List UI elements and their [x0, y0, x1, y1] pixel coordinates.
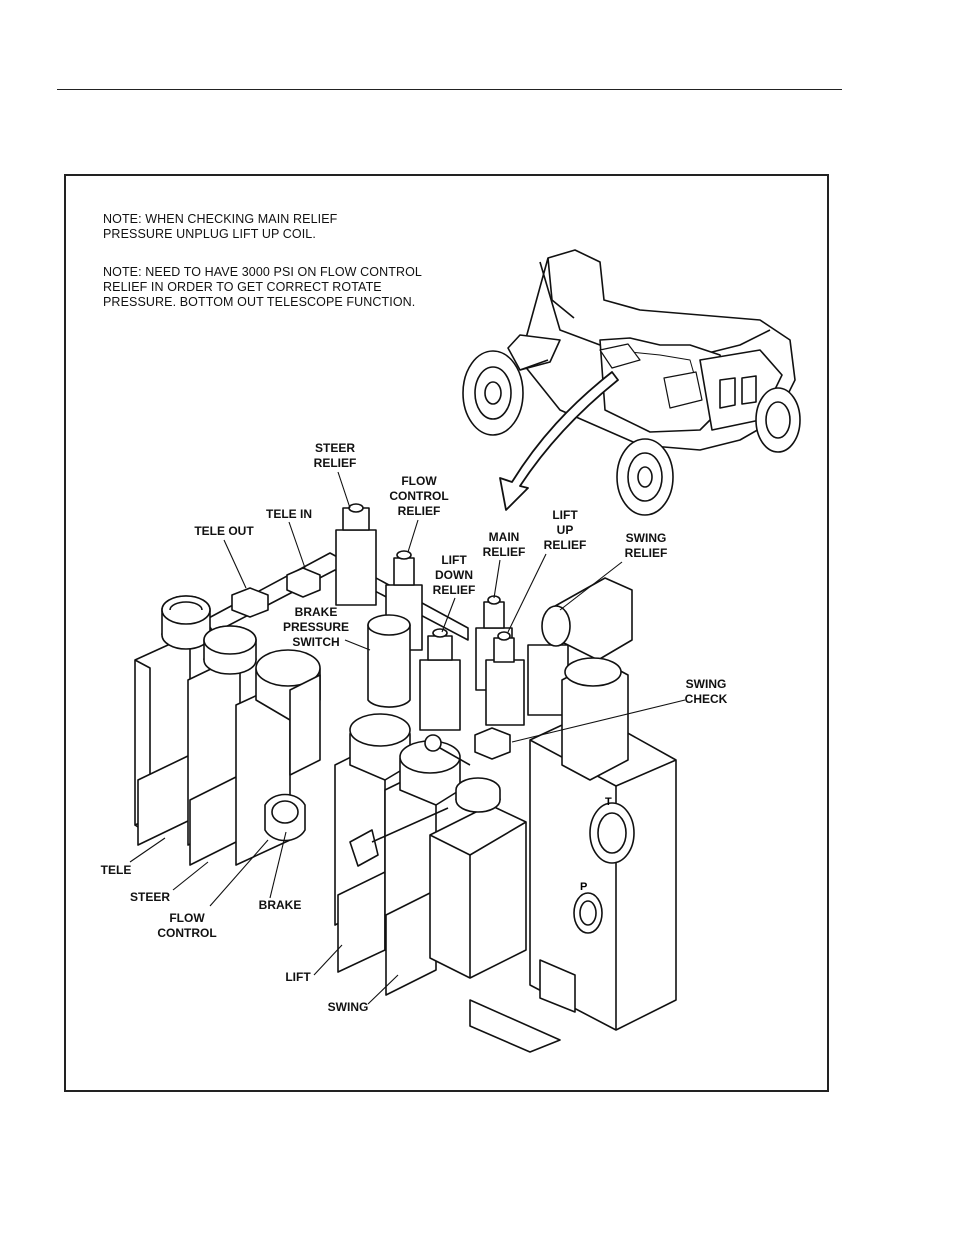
label-brake-pressure-switch: BRAKE PRESSURE SWITCH	[282, 605, 350, 649]
label-flow-control: FLOW CONTROL	[157, 911, 217, 940]
label-tele-in: TELE IN	[265, 507, 312, 521]
label-flow-control-relief: FLOW CONTROL RELIEF	[389, 474, 449, 518]
label-swing-check: SWING CHECK	[684, 677, 728, 706]
header-rule	[57, 89, 842, 90]
machine-inset-illustration	[462, 249, 801, 516]
label-swing-relief: SWING RELIEF	[624, 531, 668, 560]
label-tele-out: TELE OUT	[194, 524, 254, 538]
label-lift-up-relief: LIFT UP RELIEF	[543, 508, 587, 552]
note-line: NOTE: NEED TO HAVE 3000 PSI ON FLOW CONT…	[103, 265, 422, 279]
pointer-arrow	[499, 371, 619, 511]
label-steer-relief: STEER RELIEF	[313, 441, 357, 470]
port-t-mark: T	[605, 796, 612, 808]
note-line: PRESSURE. BOTTOM OUT TELESCOPE FUNCTION.	[103, 295, 416, 309]
note-line: NOTE: WHEN CHECKING MAIN RELIEF	[103, 212, 338, 226]
note-line: PRESSURE UNPLUG LIFT UP COIL.	[103, 227, 316, 241]
label-swing: SWING	[327, 1000, 369, 1014]
label-tele: TELE	[100, 863, 132, 877]
note-line: RELIEF IN ORDER TO GET CORRECT ROTATE	[103, 280, 382, 294]
note-main-relief: NOTE: WHEN CHECKING MAIN RELIEF PRESSURE…	[103, 212, 337, 242]
label-main-relief: MAIN RELIEF	[482, 530, 526, 559]
leader-lines	[129, 471, 686, 1005]
label-brake: BRAKE	[258, 898, 302, 912]
port-p-mark: P	[580, 881, 587, 893]
label-lift-down-relief: LIFT DOWN RELIEF	[432, 553, 476, 597]
label-steer: STEER	[129, 890, 170, 904]
figure-frame	[64, 174, 829, 1092]
note-flow-control: NOTE: NEED TO HAVE 3000 PSI ON FLOW CONT…	[103, 265, 422, 310]
valve-block	[134, 503, 677, 1053]
label-lift: LIFT	[285, 970, 311, 984]
